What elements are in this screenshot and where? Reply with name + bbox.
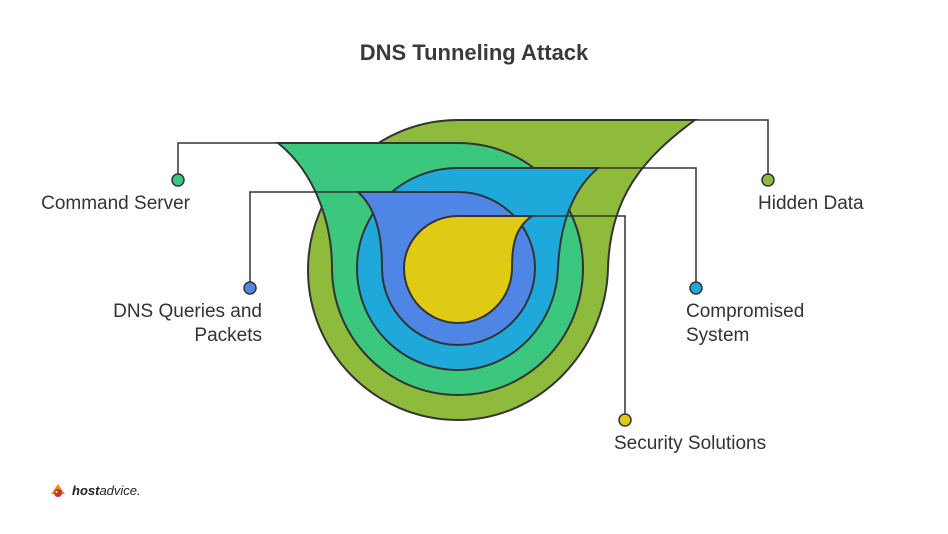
dot-dns-queries — [243, 281, 257, 295]
connector-command-server — [177, 142, 278, 174]
hostadvice-logo-icon — [51, 484, 65, 497]
dot-hidden-data — [761, 173, 775, 187]
connector-dns-queries — [249, 191, 358, 282]
layer-security-solutions — [402, 215, 536, 325]
label-command-server: Command Server — [41, 193, 190, 214]
brand-logo: hostadvice. — [48, 478, 141, 502]
page-title: DNS Tunneling Attack — [359, 40, 589, 65]
connector-security-solutions — [532, 215, 626, 414]
dot-compromised-system — [689, 281, 703, 295]
brand-name-light: advice. — [99, 482, 141, 498]
label-hidden-data: Hidden Data — [758, 193, 864, 214]
connector-compromised-system — [598, 167, 697, 282]
connector-hidden-data — [695, 119, 769, 174]
label-dns-queries: DNS Queries and Packets — [113, 301, 262, 346]
brand-name-bold: host — [72, 482, 100, 498]
label-compromised-system: Compromised System — [686, 301, 805, 346]
dot-security-solutions — [618, 413, 632, 427]
dot-command-server — [171, 173, 185, 187]
label-security-solutions: Security Solutions — [614, 433, 767, 454]
